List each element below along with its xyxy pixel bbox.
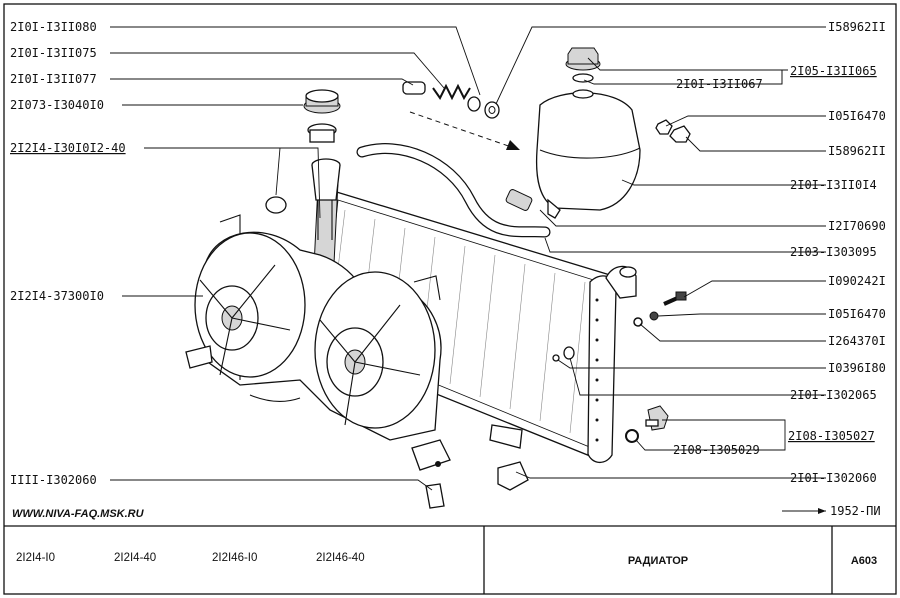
side-bolts [552, 291, 687, 362]
tank-hose-connector [505, 189, 533, 211]
radiator-right-tank [587, 265, 637, 464]
label-r15: 2I08-I305029 [673, 443, 760, 457]
label-r8: 2I03-I303095 [790, 245, 877, 259]
label-r5: I58962II [828, 144, 886, 158]
label-r7: I2I70690 [828, 219, 886, 233]
footer-sheet-number: A603 [851, 555, 877, 567]
label-r9: I090242I [828, 274, 886, 288]
left-labels: 2I0I-I3II080 2I0I-I3II075 2I0I-I3II077 2… [10, 20, 126, 487]
leader-lines [110, 26, 826, 514]
fan-left [194, 232, 306, 378]
valve-assembly [402, 81, 521, 151]
label-l3: 2I0I-I3II077 [10, 72, 97, 86]
label-group-brackets [672, 69, 788, 451]
right-labels: I58962II 2I05-I3II065 2I0I-I3II067 I05I6… [673, 20, 886, 485]
tank-nuts [655, 119, 691, 143]
label-r10: I05I6470 [828, 307, 886, 321]
label-l4: 2I073-I3040I0 [10, 98, 104, 112]
label-l2: 2I0I-I3II075 [10, 46, 97, 60]
label-r6: 2I0I-I3II0I4 [790, 178, 877, 192]
label-r2: 2I05-I3II065 [790, 64, 877, 78]
footer-model-3: 2I2I46-I0 [212, 552, 257, 564]
footer-title: РАДИАТОР [628, 555, 688, 567]
label-l6: 2I2I4-37300I0 [10, 289, 104, 303]
label-r14: 2I08-I305027 [788, 429, 875, 443]
label-l7: IIII-I302060 [10, 473, 97, 487]
label-l1: 2I0I-I3II080 [10, 20, 97, 34]
footer: 2I2I4-I0 2I2I4-40 2I2I46-I0 2I2I46-40 РА… [16, 552, 877, 567]
fan-right [314, 271, 436, 429]
footer-model-2: 2I2I4-40 [114, 552, 156, 564]
footer-model-4: 2I2I46-40 [316, 552, 365, 564]
label-r4: I05I6470 [828, 109, 886, 123]
expansion-tank [535, 89, 641, 219]
label-l5: 2I2I4-I30I0I2-40 [10, 141, 126, 155]
lower-brackets [425, 424, 529, 509]
label-r11: I264370I [828, 334, 886, 348]
label-r1: I58962II [828, 20, 886, 34]
reference-code: 1952-ПИ [830, 504, 881, 518]
drain-plug [625, 405, 669, 443]
label-r12: I0396I80 [828, 361, 886, 375]
fan-mount-brackets [185, 345, 451, 471]
website-text: WWW.NIVA-FAQ.MSK.RU [12, 508, 145, 520]
footer-model-1: 2I2I4-I0 [16, 552, 55, 564]
label-r13: 2I0I-I302065 [790, 388, 877, 402]
label-r16: 2I0I-I302060 [790, 471, 877, 485]
sheet-frame [3, 3, 897, 595]
